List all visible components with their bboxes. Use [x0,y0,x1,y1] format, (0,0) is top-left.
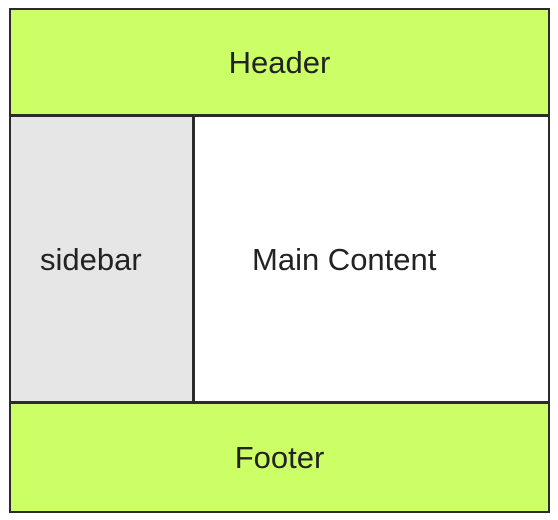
footer-label: Footer [234,440,325,475]
header-region: Header [11,10,548,117]
sidebar-region: sidebar [11,117,195,401]
page-layout-diagram: Header sidebar Main Content Footer [9,8,550,513]
sidebar-label: sidebar [40,241,142,277]
main-content-region: Main Content [195,117,548,401]
footer-region: Footer [11,404,548,511]
header-label: Header [228,44,331,80]
middle-row: sidebar Main Content [11,117,548,404]
main-content-label: Main Content [252,241,437,277]
